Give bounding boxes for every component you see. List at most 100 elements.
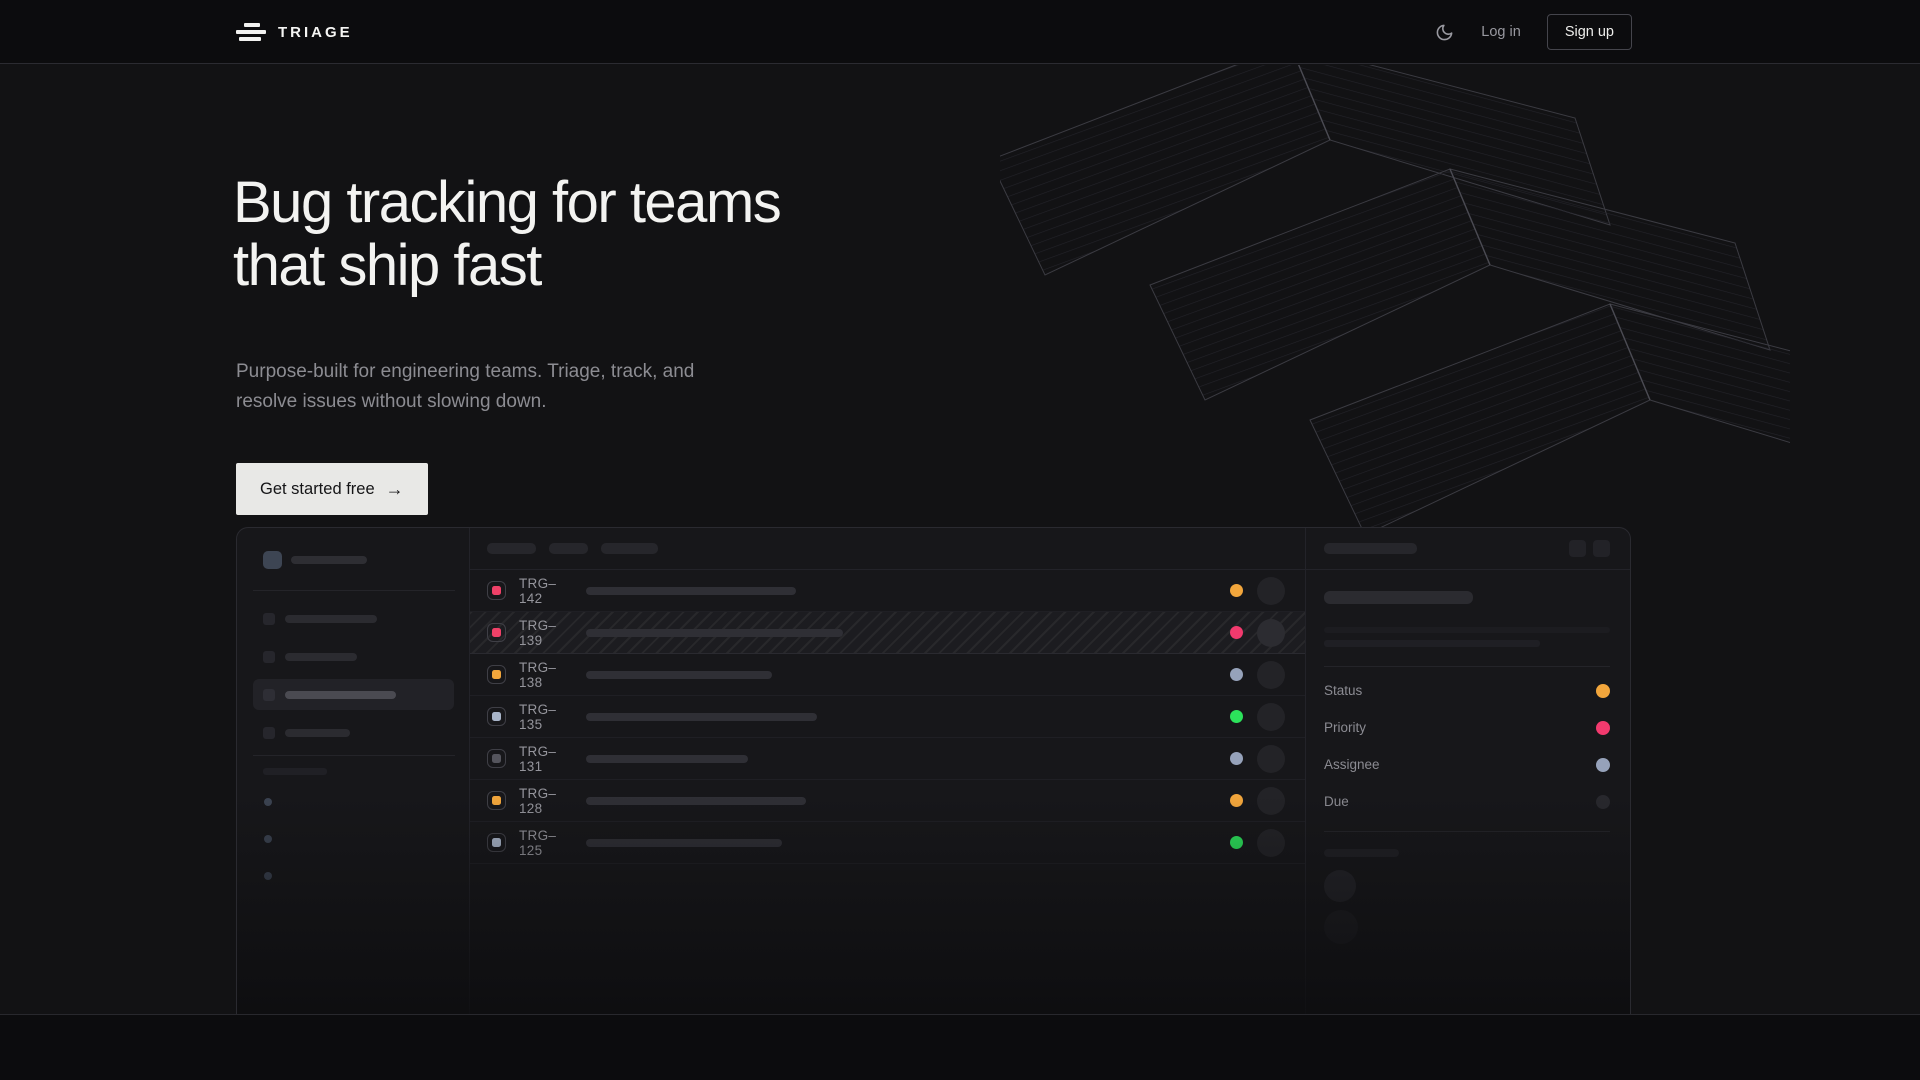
issue-row-selected[interactable]: TRG–139 bbox=[470, 612, 1305, 654]
assignee-avatar bbox=[1257, 828, 1285, 857]
field-label: Status bbox=[1324, 683, 1363, 698]
issue-type-icon bbox=[487, 623, 506, 642]
sidebar-nav-item[interactable] bbox=[253, 641, 454, 672]
sidebar-nav bbox=[253, 603, 454, 748]
field-row-assignee[interactable]: Assignee bbox=[1324, 746, 1610, 783]
sidebar-item-skeleton bbox=[285, 690, 396, 699]
page-title: Bug tracking for teams that ship fast bbox=[233, 170, 782, 298]
hero-subtitle: Purpose-built for engineering teams. Tri… bbox=[236, 361, 695, 412]
list-tab-skeleton[interactable] bbox=[487, 543, 536, 554]
issue-id: TRG–138 bbox=[519, 659, 557, 690]
sidebar-title-skeleton bbox=[291, 555, 367, 564]
assignee-avatar bbox=[1257, 786, 1285, 815]
sidebar-item-icon bbox=[263, 650, 275, 663]
issue-list-header bbox=[470, 528, 1305, 570]
status-dot bbox=[1230, 626, 1243, 639]
field-row-status[interactable]: Status bbox=[1324, 672, 1610, 709]
list-tab-skeleton[interactable] bbox=[549, 543, 588, 554]
issue-id: TRG–125 bbox=[519, 827, 557, 858]
sidebar-divider bbox=[253, 590, 455, 591]
status-dot bbox=[1230, 710, 1243, 723]
issue-title-skeleton bbox=[586, 712, 817, 721]
field-value-dot bbox=[1596, 683, 1610, 698]
moon-icon bbox=[1436, 24, 1453, 40]
issue-title-skeleton bbox=[1324, 591, 1473, 604]
issue-type-icon bbox=[487, 581, 506, 600]
sidebar-logo-skeleton bbox=[263, 550, 282, 569]
page-title-line1: Bug tracking for teams bbox=[233, 170, 782, 235]
footer-strip bbox=[0, 1014, 1920, 1080]
assignee-avatar bbox=[1257, 660, 1285, 689]
issue-title-skeleton bbox=[586, 838, 782, 847]
issue-title-skeleton bbox=[586, 796, 806, 805]
top-navigation: TRIAGE Log in Sign up bbox=[0, 0, 1920, 64]
panel-action-button[interactable] bbox=[1593, 540, 1610, 557]
issue-title-skeleton bbox=[586, 670, 772, 679]
sidebar-nav-item-active[interactable] bbox=[253, 679, 454, 710]
cta-label: Get started free bbox=[260, 479, 375, 498]
sidebar-dot bbox=[264, 798, 272, 806]
issue-row[interactable]: TRG–142 bbox=[470, 570, 1305, 612]
issue-title-skeleton bbox=[586, 628, 843, 637]
arrow-right-icon: → bbox=[385, 479, 404, 499]
panel-title-skeleton bbox=[1324, 543, 1417, 554]
issue-row[interactable]: TRG–131 bbox=[470, 738, 1305, 780]
sidebar-divider bbox=[253, 755, 455, 756]
field-value-dot bbox=[1596, 757, 1610, 772]
issue-type-icon bbox=[487, 707, 506, 726]
issue-row[interactable]: TRG–128 bbox=[470, 780, 1305, 822]
field-value-dot bbox=[1596, 720, 1610, 735]
field-label: Priority bbox=[1324, 720, 1367, 735]
issue-id: TRG–142 bbox=[519, 575, 557, 606]
assignee-avatar bbox=[1257, 702, 1285, 731]
status-dot bbox=[1230, 584, 1243, 597]
detail-panel: Status Priority Assignee Due bbox=[1306, 528, 1630, 1014]
detail-panel-body: Status Priority Assignee Due bbox=[1306, 570, 1630, 944]
field-row-due[interactable]: Due bbox=[1324, 783, 1610, 820]
field-value-dot bbox=[1596, 794, 1610, 809]
sidebar-section-skeleton bbox=[263, 768, 327, 775]
wireframe-slabs-decoration bbox=[1000, 65, 1790, 536]
issue-row[interactable]: TRG–138 bbox=[470, 654, 1305, 696]
page-title-line2: that ship fast bbox=[233, 233, 542, 298]
panel-action-button[interactable] bbox=[1569, 540, 1586, 557]
description-skeleton bbox=[1324, 640, 1540, 647]
sidebar-dot bbox=[264, 835, 272, 843]
field-row-priority[interactable]: Priority bbox=[1324, 709, 1610, 746]
issue-title-skeleton bbox=[586, 586, 796, 595]
status-dot bbox=[1230, 752, 1243, 765]
sidebar-nav-item[interactable] bbox=[253, 717, 454, 748]
signup-button[interactable]: Sign up bbox=[1546, 14, 1632, 50]
sidebar-item-icon bbox=[263, 726, 275, 739]
sidebar-item-skeleton bbox=[285, 614, 377, 623]
issue-type-icon bbox=[487, 833, 506, 852]
mockup-sidebar bbox=[237, 528, 470, 1014]
issue-row[interactable]: TRG–135 bbox=[470, 696, 1305, 738]
issue-id: TRG–131 bbox=[519, 743, 557, 774]
assignee-avatar bbox=[1257, 618, 1285, 647]
theme-toggle-button[interactable] bbox=[1433, 21, 1455, 43]
hero-section: Bug tracking for teams that ship fast Pu… bbox=[0, 65, 1920, 1014]
field-label: Assignee bbox=[1324, 757, 1380, 772]
status-dot bbox=[1230, 836, 1243, 849]
panel-divider bbox=[1324, 831, 1610, 832]
issue-type-icon bbox=[487, 665, 506, 684]
sidebar-item-skeleton bbox=[285, 728, 350, 737]
brand[interactable]: TRIAGE bbox=[236, 0, 353, 64]
issue-title-skeleton bbox=[586, 754, 748, 763]
activity-avatar bbox=[1324, 910, 1358, 944]
issue-list: TRG–142 TRG–139 TRG–138 bbox=[470, 528, 1306, 1014]
issue-id: TRG–139 bbox=[519, 617, 557, 648]
list-tab-skeleton[interactable] bbox=[601, 543, 658, 554]
get-started-button[interactable]: Get started free → bbox=[236, 463, 428, 515]
login-link[interactable]: Log in bbox=[1481, 24, 1521, 40]
issue-row[interactable]: TRG–125 bbox=[470, 822, 1305, 864]
status-dot bbox=[1230, 668, 1243, 681]
status-dot bbox=[1230, 794, 1243, 807]
brand-name: TRIAGE bbox=[278, 23, 353, 41]
field-label: Due bbox=[1324, 794, 1349, 809]
assignee-avatar bbox=[1257, 744, 1285, 773]
assignee-avatar bbox=[1257, 576, 1285, 605]
activity-label-skeleton bbox=[1324, 849, 1399, 857]
sidebar-nav-item[interactable] bbox=[253, 603, 454, 634]
